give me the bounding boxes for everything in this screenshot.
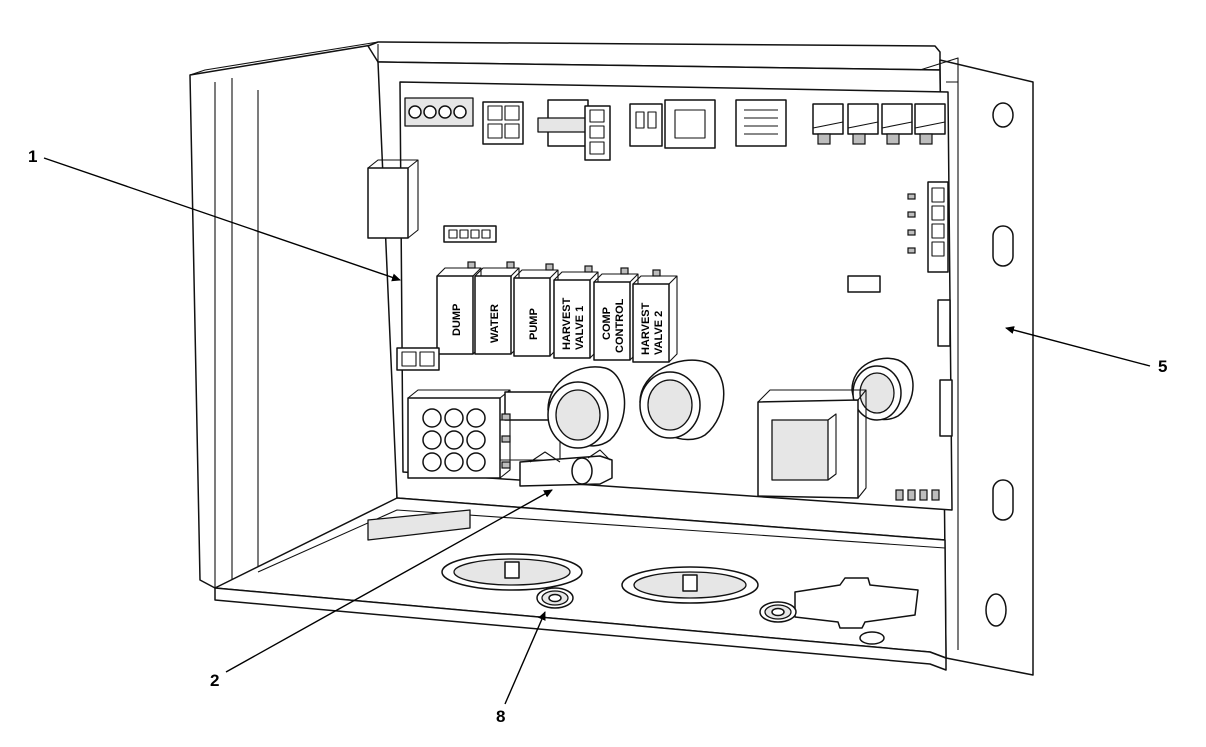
grommet: [536, 587, 574, 609]
callout-1: 1: [28, 147, 401, 282]
grommet: [759, 601, 797, 623]
flange-hole: [985, 593, 1007, 627]
two-pin-connector: [396, 347, 440, 371]
relay-water: WATER: [474, 261, 520, 355]
capacitor: [547, 366, 626, 449]
leader-line-2: [225, 489, 553, 673]
flange-slot: [992, 225, 1014, 267]
rectangular-knockout: [794, 577, 919, 629]
leader-line-5: [1005, 326, 1151, 367]
top-connectors: [404, 97, 946, 161]
left-side-wall: [189, 43, 398, 589]
relay-label-comp-a: COMP: [601, 307, 613, 340]
relay-comp-control: COMP CONTROL: [593, 267, 639, 361]
jumper: [847, 275, 881, 293]
relay-label-harvest-2b: VALVE 2: [653, 311, 665, 355]
relay-label-pump: PUMP: [528, 308, 540, 340]
relay-pump: PUMP: [513, 263, 559, 357]
callout-5: 5: [1005, 326, 1167, 376]
relay-harvest-valve-1: HARVEST VALVE 1: [553, 265, 599, 359]
relay-label-dump: DUMP: [451, 304, 463, 336]
callout-label-2: 2: [210, 671, 219, 690]
transformer: [757, 389, 867, 499]
relay-label-water: WATER: [489, 304, 501, 343]
relay-label-harvest-2a: HARVEST: [640, 302, 652, 355]
transformer-small: [367, 167, 409, 239]
relay-harvest-valve-2: HARVEST VALVE 2: [632, 269, 678, 363]
pin-header: [443, 225, 497, 243]
relay-label-harvest-1a: HARVEST: [561, 297, 573, 350]
control-board: DUMP WATER PUMP HARVEST VALVE 1: [367, 81, 953, 511]
relay-label-comp-b: CONTROL: [614, 298, 626, 353]
floor-label: [367, 509, 471, 541]
front-lip: [214, 587, 947, 671]
callout-label-8: 8: [496, 707, 505, 726]
relay-label-harvest-1b: VALVE 1: [574, 306, 586, 350]
fuse-holder: [501, 413, 613, 487]
relay-dump: DUMP: [436, 261, 482, 355]
right-flange: [939, 59, 1034, 676]
callout-2: 2: [210, 489, 553, 690]
nine-pin-connector: [407, 389, 511, 479]
callout-8: 8: [496, 611, 546, 726]
relay-bank: DUMP WATER PUMP HARVEST VALVE 1: [436, 261, 678, 363]
flange-slot: [992, 479, 1014, 521]
callout-label-5: 5: [1158, 357, 1167, 376]
callout-label-1: 1: [28, 147, 37, 166]
flange-hole: [992, 102, 1014, 128]
capacitor: [851, 357, 914, 421]
leader-line-1: [43, 157, 401, 282]
capacitor: [639, 359, 725, 441]
side-header: [927, 181, 949, 273]
leader-line-8: [504, 611, 546, 705]
